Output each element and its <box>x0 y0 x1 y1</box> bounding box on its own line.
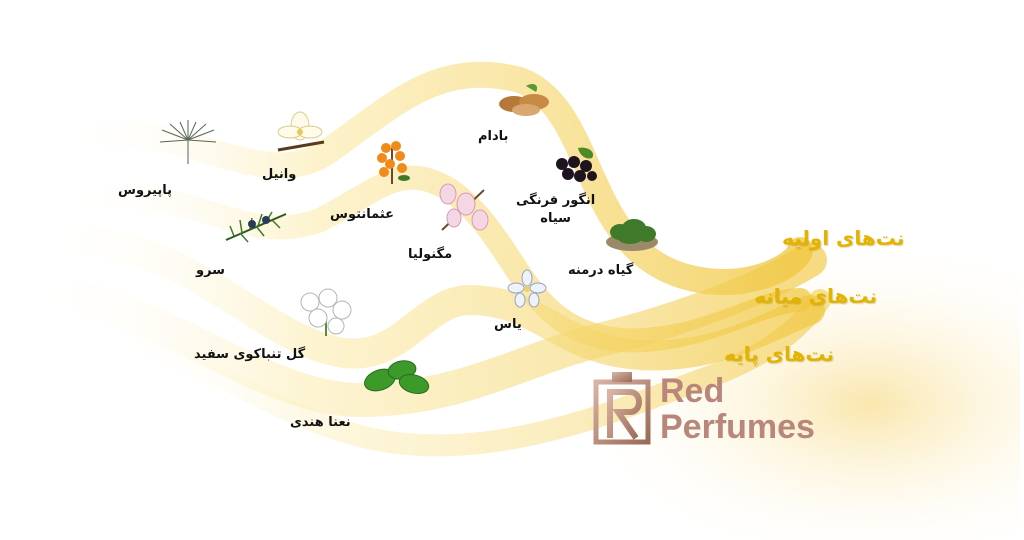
note-blackcurrant: انگور فرنگی سیاه <box>516 193 596 226</box>
tier-base-label: نت‌های پایه <box>724 342 835 366</box>
osmanthus-icon <box>372 138 412 186</box>
note-magnolia: مگنولیا <box>408 247 453 262</box>
brand-name-line2: Perfumes <box>660 408 815 446</box>
note-mint: نعنا هندی <box>290 415 351 430</box>
note-jasmine: یاس <box>494 317 522 332</box>
herb-icon <box>604 212 660 252</box>
note-osmanthus: عثمانتوس <box>330 207 395 222</box>
vanilla-icon <box>272 110 328 156</box>
note-cypress: سرو <box>196 263 225 278</box>
tier-middle-label: نت‌های میانه <box>754 284 878 308</box>
brand-name-line1: Red <box>660 372 725 410</box>
tier-top-label: نت‌های اولیه <box>782 226 905 250</box>
tobacco-flower-icon <box>296 288 354 338</box>
mint-icon <box>362 356 432 396</box>
cypress-icon <box>222 206 290 246</box>
papyrus-icon <box>158 120 218 166</box>
jasmine-icon <box>507 269 547 308</box>
brand-monogram-icon <box>593 372 651 445</box>
note-almond: بادام <box>478 129 509 144</box>
brand-logo: Red Perfumes <box>590 372 850 452</box>
blackcurrant-icon <box>552 146 600 186</box>
magnolia-icon <box>432 182 494 234</box>
note-papyrus: پاپیروس <box>118 183 173 198</box>
note-herb: گیاه درمنه <box>568 263 634 278</box>
almond-icon <box>496 82 554 118</box>
note-vanilla: وانیل <box>262 167 297 182</box>
note-tobacco-flower: گل تنباکوی سفید <box>194 347 306 362</box>
